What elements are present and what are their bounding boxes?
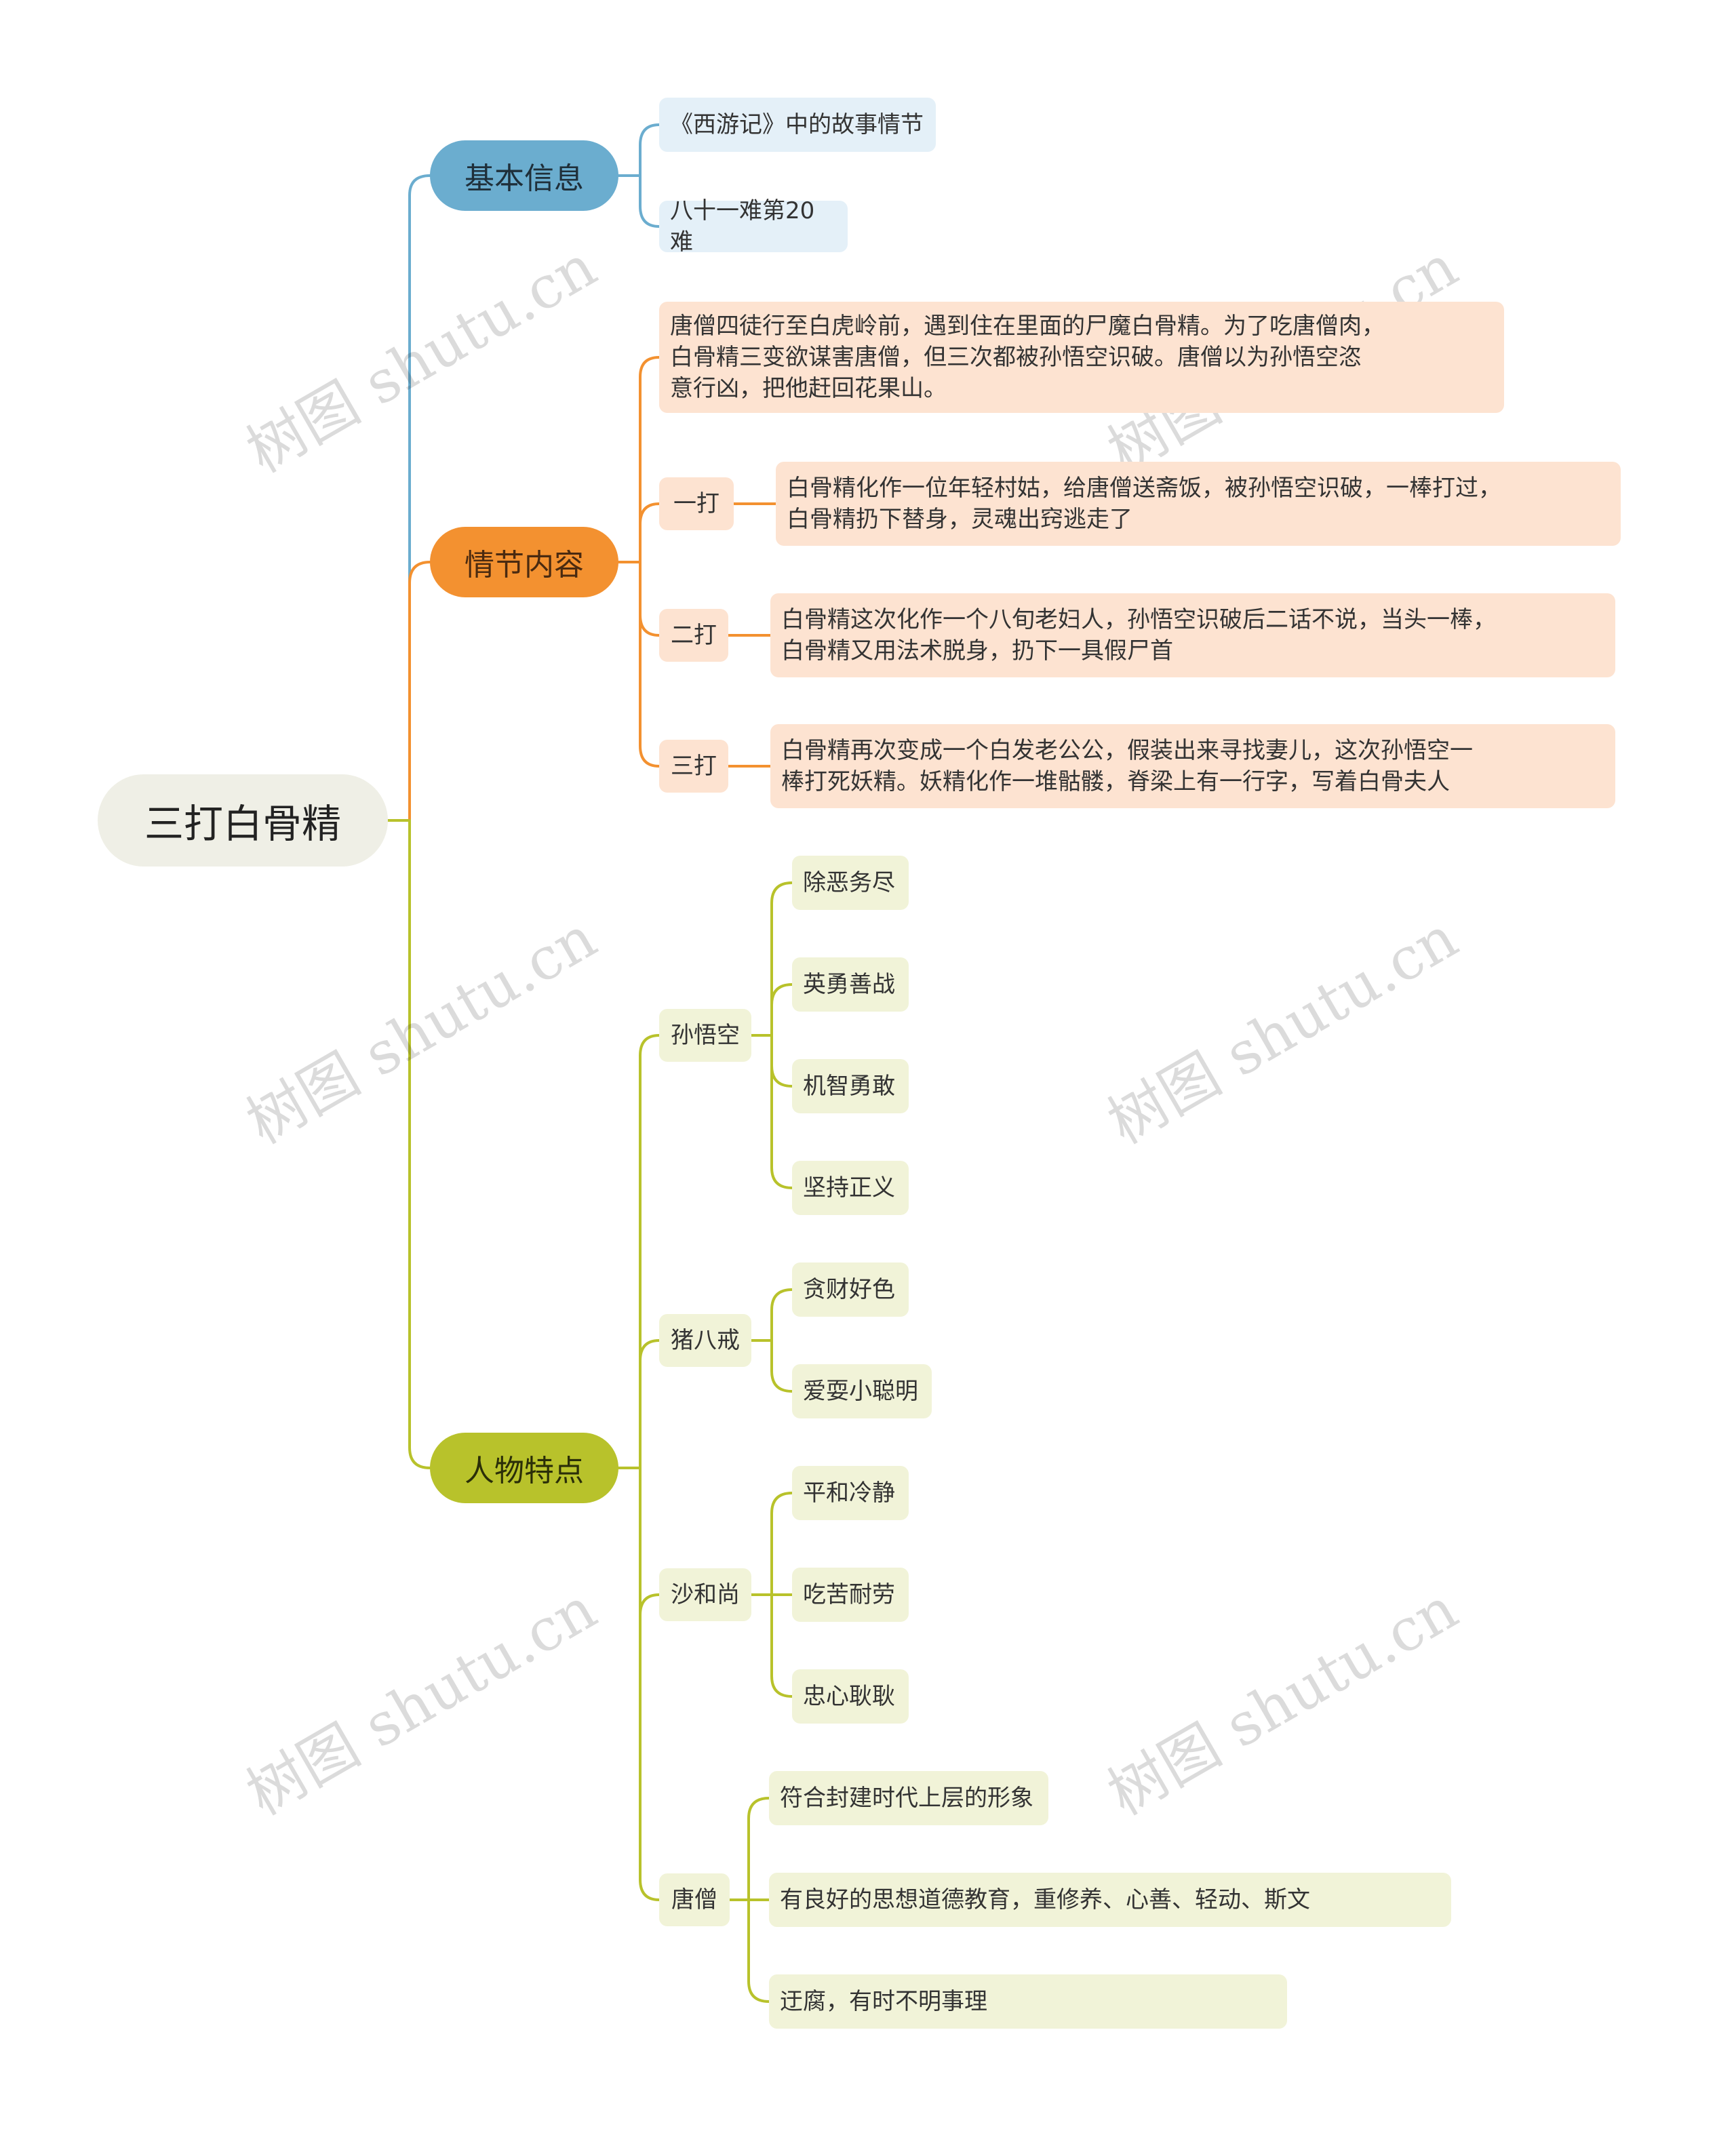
plot-step-label[interactable]: 三打 bbox=[659, 740, 728, 793]
character-trait[interactable]: 爱耍小聪明 bbox=[792, 1364, 932, 1418]
character-trait[interactable]: 贪财好色 bbox=[792, 1262, 909, 1317]
plot-summary[interactable]: 唐僧四徒行至白虎岭前，遇到住在里面的尸魔白骨精。为了吃唐僧肉， 白骨精三变欲谋害… bbox=[659, 302, 1504, 413]
branch-characters[interactable]: 人物特点 bbox=[430, 1433, 618, 1503]
character-trait[interactable]: 除恶务尽 bbox=[792, 856, 909, 910]
character-name[interactable]: 孙悟空 bbox=[659, 1009, 751, 1062]
plot-step-text[interactable]: 白骨精这次化作一个八旬老妇人，孙悟空识破后二话不说，当头一棒， 白骨精又用法术脱… bbox=[770, 593, 1615, 677]
character-name[interactable]: 沙和尚 bbox=[659, 1568, 751, 1621]
branch-plot[interactable]: 情节内容 bbox=[430, 527, 618, 597]
character-trait[interactable]: 有良好的思想道德教育，重修养、心善、轻动、斯文 bbox=[769, 1873, 1451, 1927]
character-trait[interactable]: 英勇善战 bbox=[792, 957, 909, 1012]
info-item[interactable]: 《西游记》中的故事情节 bbox=[659, 98, 936, 152]
root-node[interactable]: 三打白骨精 bbox=[98, 774, 388, 867]
plot-step-text[interactable]: 白骨精化作一位年轻村姑，给唐僧送斋饭，被孙悟空识破，一棒打过， 白骨精扔下替身，… bbox=[776, 462, 1621, 546]
character-trait[interactable]: 平和冷静 bbox=[792, 1466, 909, 1520]
character-trait[interactable]: 符合封建时代上层的形象 bbox=[769, 1771, 1048, 1825]
character-trait[interactable]: 吃苦耐劳 bbox=[792, 1568, 909, 1622]
plot-step-label[interactable]: 二打 bbox=[659, 609, 728, 662]
character-trait[interactable]: 迂腐，有时不明事理 bbox=[769, 1974, 1287, 2029]
info-item[interactable]: 八十一难第20难 bbox=[659, 197, 848, 256]
character-name[interactable]: 猪八戒 bbox=[659, 1314, 751, 1367]
character-name[interactable]: 唐僧 bbox=[659, 1873, 730, 1926]
character-trait[interactable]: 忠心耿耿 bbox=[792, 1669, 909, 1724]
branch-basic-info[interactable]: 基本信息 bbox=[430, 140, 618, 211]
character-trait[interactable]: 机智勇敢 bbox=[792, 1059, 909, 1113]
plot-step-label[interactable]: 一打 bbox=[659, 477, 734, 530]
character-trait[interactable]: 坚持正义 bbox=[792, 1161, 909, 1215]
plot-step-text[interactable]: 白骨精再次变成一个白发老公公，假装出来寻找妻儿，这次孙悟空一 棒打死妖精。妖精化… bbox=[770, 724, 1615, 808]
